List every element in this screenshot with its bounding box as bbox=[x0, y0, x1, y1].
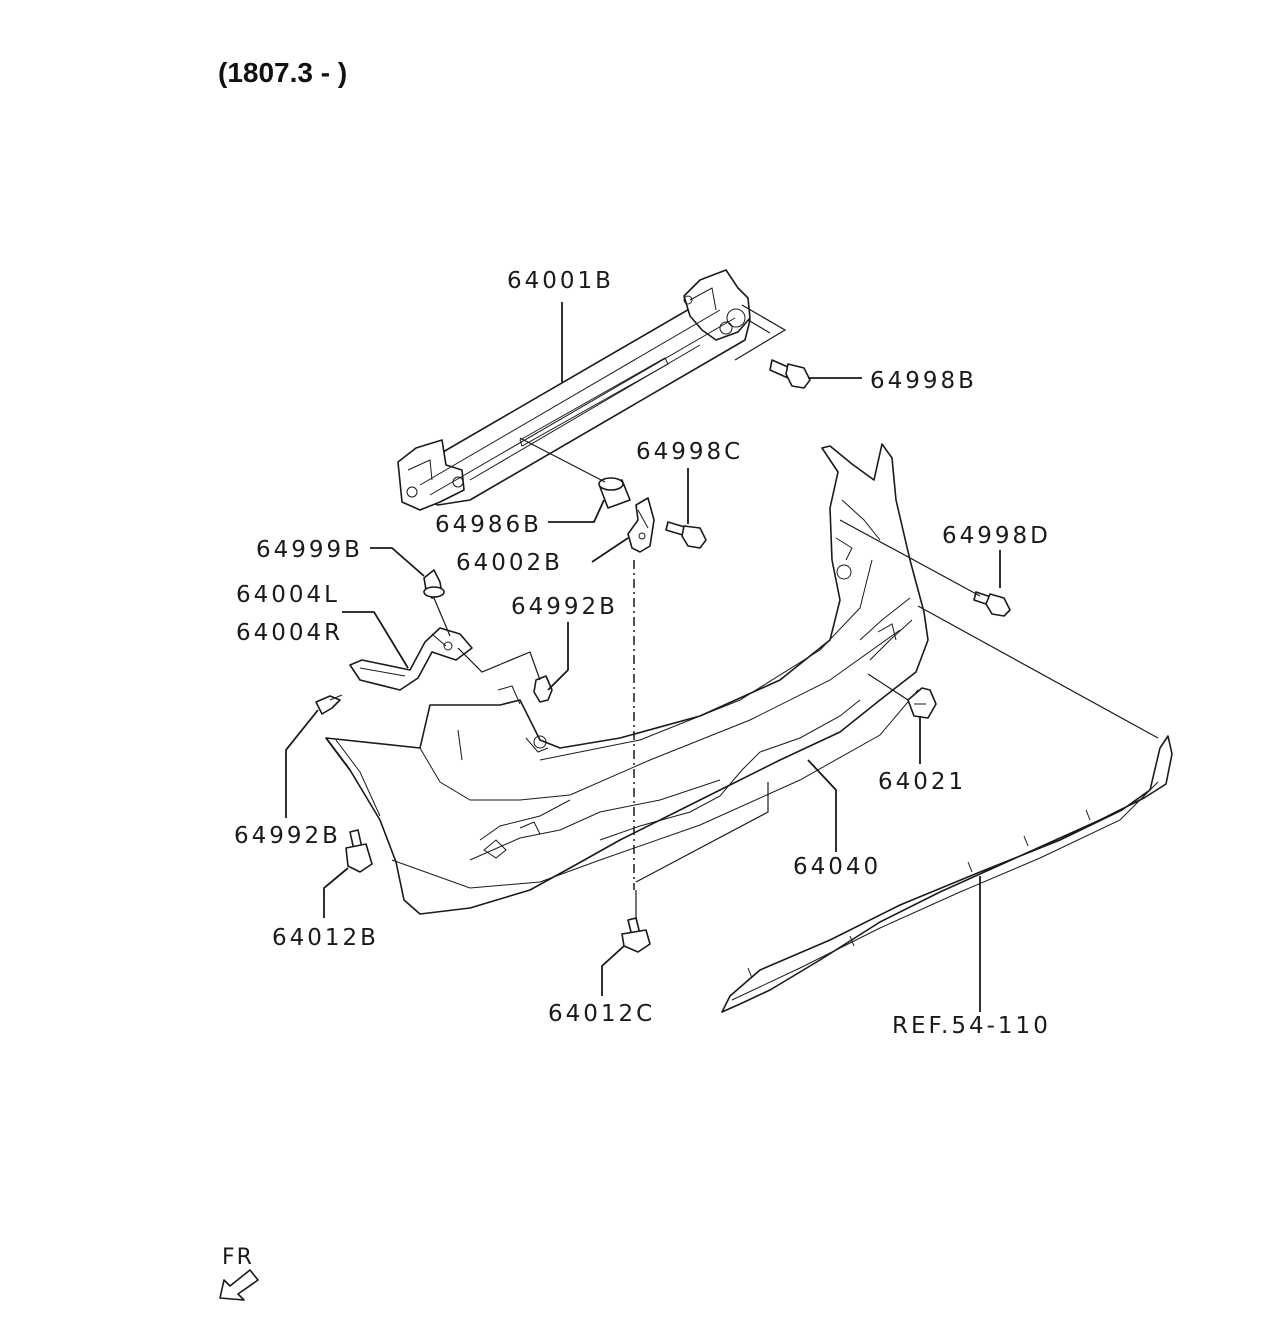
screw-64992b-center bbox=[533, 675, 553, 703]
label-64998b: 64998B bbox=[870, 368, 977, 394]
clip-64021 bbox=[907, 687, 937, 719]
clip-64012b bbox=[345, 829, 373, 873]
clip-64999b bbox=[423, 569, 445, 599]
spacer-64986b bbox=[598, 477, 631, 509]
label-64999b: 64999B bbox=[256, 537, 363, 563]
bumper-cover-64040 bbox=[325, 443, 929, 915]
label-64002b: 64002B bbox=[456, 550, 563, 576]
label-ref-54-110: REF.54-110 bbox=[892, 1013, 1051, 1039]
label-64012c: 64012C bbox=[548, 1001, 655, 1027]
label-64986b: 64986B bbox=[435, 512, 542, 538]
label-64040: 64040 bbox=[793, 854, 881, 880]
label-64001b: 64001B bbox=[507, 268, 614, 294]
lower-garnish-ref-54-110 bbox=[721, 735, 1173, 1013]
label-64998c: 64998C bbox=[636, 439, 743, 465]
label-64998d: 64998D bbox=[942, 523, 1051, 549]
label-64992b-left: 64992B bbox=[234, 823, 341, 849]
bumper-reinforcement-beam bbox=[397, 269, 751, 511]
label-64992b-center: 64992B bbox=[511, 594, 618, 620]
bracket-64002b bbox=[627, 497, 655, 553]
label-64012b: 64012B bbox=[272, 925, 379, 951]
bolt-64998b bbox=[769, 359, 811, 389]
screw-64992b-left bbox=[315, 694, 343, 715]
bolt-64998c bbox=[665, 521, 707, 549]
label-64004r: 64004R bbox=[236, 620, 343, 646]
range-label: (1807.3 - ) bbox=[218, 57, 347, 88]
label-64021: 64021 bbox=[878, 769, 966, 795]
arrow-down-left-icon bbox=[219, 1269, 259, 1301]
side-bracket-64004 bbox=[349, 627, 473, 691]
clip-64012c bbox=[621, 917, 651, 953]
label-64004l: 64004L bbox=[236, 582, 340, 608]
direction-label: FR bbox=[222, 1245, 254, 1270]
